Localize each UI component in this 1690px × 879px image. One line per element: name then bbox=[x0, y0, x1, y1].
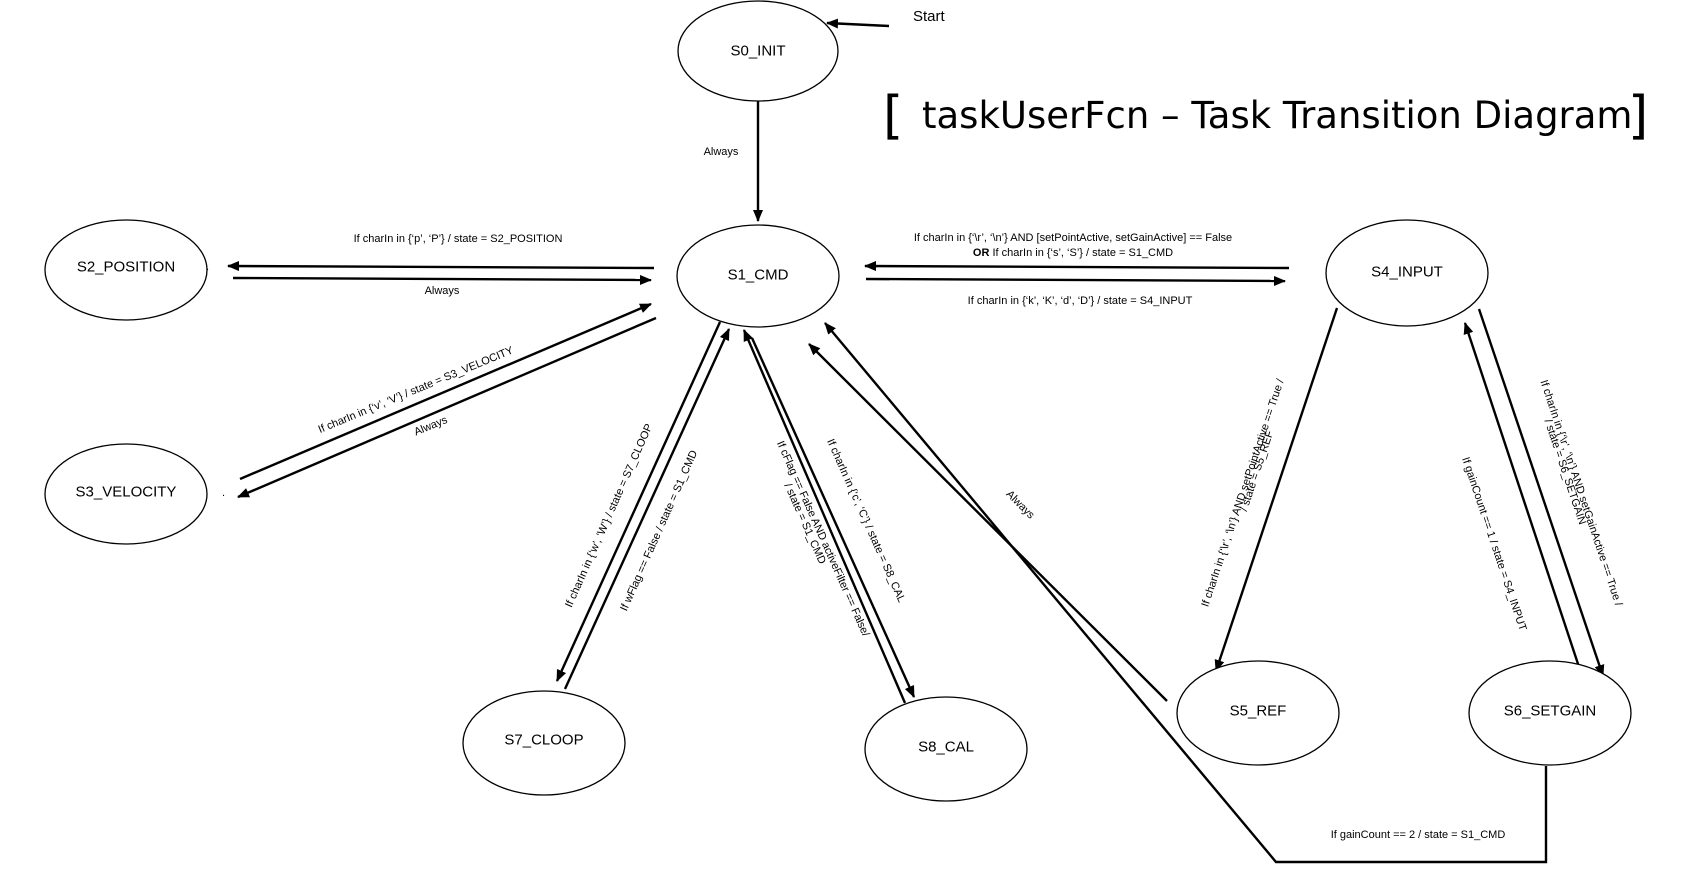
edge-s7-to-s1 bbox=[563, 328, 731, 690]
state-s2-position: S2_POSITION bbox=[44, 219, 208, 321]
stray-dot-s3: . bbox=[222, 487, 225, 499]
label-s5-s1: Always bbox=[1004, 488, 1037, 521]
state-s8-cal: S8_CAL bbox=[864, 696, 1028, 802]
state-s7-cloop: S7_CLOOP bbox=[462, 690, 626, 796]
edge-s3-to-s1 bbox=[239, 302, 652, 481]
state-s3-velocity: S3_VELOCITY bbox=[44, 443, 208, 545]
state-s6-label: S6_SETGAIN bbox=[1504, 703, 1597, 720]
title-text: taskUserFcn – Task Transition Diagram bbox=[922, 94, 1632, 137]
label-s2-s1: Always bbox=[425, 285, 460, 297]
state-s4-input: S4_INPUT bbox=[1325, 219, 1489, 327]
edge-s6-to-s4 bbox=[1463, 322, 1585, 680]
edge-s1-to-s3 bbox=[237, 316, 657, 499]
state-s5-ellipse bbox=[1176, 660, 1340, 766]
label-s4-s1-line1: If charIn in {‘\r’, ‘\n’} AND [setPointA… bbox=[914, 232, 1232, 244]
state-s1-ellipse bbox=[676, 224, 840, 328]
label-s1-s2: If charIn in {‘p’, ‘P’} / state = S2_POS… bbox=[354, 233, 563, 245]
state-s0-ellipse bbox=[677, 0, 839, 102]
state-s2-ellipse bbox=[44, 219, 208, 321]
state-s5-label: S5_REF bbox=[1230, 703, 1287, 720]
edge-s1-to-s4 bbox=[865, 275, 1286, 286]
state-s5-ref: S5_REF bbox=[1176, 660, 1340, 766]
edge-s4-to-s6 bbox=[1477, 308, 1605, 677]
stray-dot-s2: . bbox=[206, 261, 209, 273]
label-s3-s1: Always bbox=[412, 414, 449, 439]
state-s1-label: S1_CMD bbox=[728, 267, 789, 284]
edge-s4-to-s5 bbox=[1214, 307, 1339, 672]
edge-s1-to-s8 bbox=[750, 337, 916, 698]
label-s6-s1: If gainCount == 2 / state = S1_CMD bbox=[1331, 829, 1506, 841]
edge-s4-to-s1 bbox=[864, 261, 1290, 272]
state-s8-ellipse bbox=[864, 696, 1028, 802]
state-s8-label: S8_CAL bbox=[918, 739, 974, 756]
state-s4-label: S4_INPUT bbox=[1371, 264, 1443, 281]
state-s0-init: S0_INIT bbox=[677, 0, 839, 102]
state-s3-ellipse bbox=[44, 443, 208, 545]
label-s4-s1-or: OR bbox=[973, 247, 990, 259]
start-label: Start bbox=[913, 8, 946, 25]
state-s6-setgain: S6_SETGAIN bbox=[1468, 660, 1632, 766]
diagram-title: [ taskUserFcn – Task Transition Diagram … bbox=[883, 86, 1648, 146]
state-s7-ellipse bbox=[462, 690, 626, 796]
edge-s2-to-s1 bbox=[232, 274, 652, 285]
states: S0_INIT S1_CMD S2_POSITION S3_VELOCITY S… bbox=[44, 0, 1632, 802]
label-s0-s1: Always bbox=[704, 146, 739, 158]
state-s1-cmd: S1_CMD bbox=[676, 224, 840, 328]
edge-s1-to-s7 bbox=[555, 321, 722, 682]
state-s3-label: S3_VELOCITY bbox=[76, 484, 177, 501]
label-s8-s1-line1: If cFlag == False AND activeFilter == Fa… bbox=[774, 439, 872, 639]
label-s4-s6-line1: If charIn in {‘\r’, ‘\n’} AND setGainAct… bbox=[1537, 378, 1624, 608]
label-s1-s4: If charIn in {‘k’, ‘K’, ‘d’, ‘D’} / stat… bbox=[968, 295, 1193, 307]
transitions bbox=[227, 101, 1605, 864]
label-s4-s1-line2-rest: If charIn in {‘s’, ‘S’} / state = S1_CMD bbox=[989, 247, 1173, 259]
state-s7-label: S7_CLOOP bbox=[504, 732, 583, 749]
edge-s8-to-s1 bbox=[742, 329, 907, 704]
state-s4-ellipse bbox=[1325, 219, 1489, 327]
state-s0-label: S0_INIT bbox=[730, 43, 785, 60]
label-s4-s1-line2: OR If charIn in {‘s’, ‘S’} / state = S1_… bbox=[973, 247, 1173, 259]
title-bracket-close: ] bbox=[1628, 86, 1648, 146]
state-s2-label: S2_POSITION bbox=[77, 259, 175, 276]
title-bracket-open: [ bbox=[883, 86, 903, 146]
state-s6-ellipse bbox=[1468, 660, 1632, 766]
edge-s5-to-s1 bbox=[808, 343, 1168, 702]
edge-s1-to-s2 bbox=[227, 261, 655, 272]
edge-s6-to-s1 bbox=[824, 322, 1548, 864]
start-arrow bbox=[826, 18, 890, 29]
start-pointer: Start bbox=[826, 8, 946, 29]
